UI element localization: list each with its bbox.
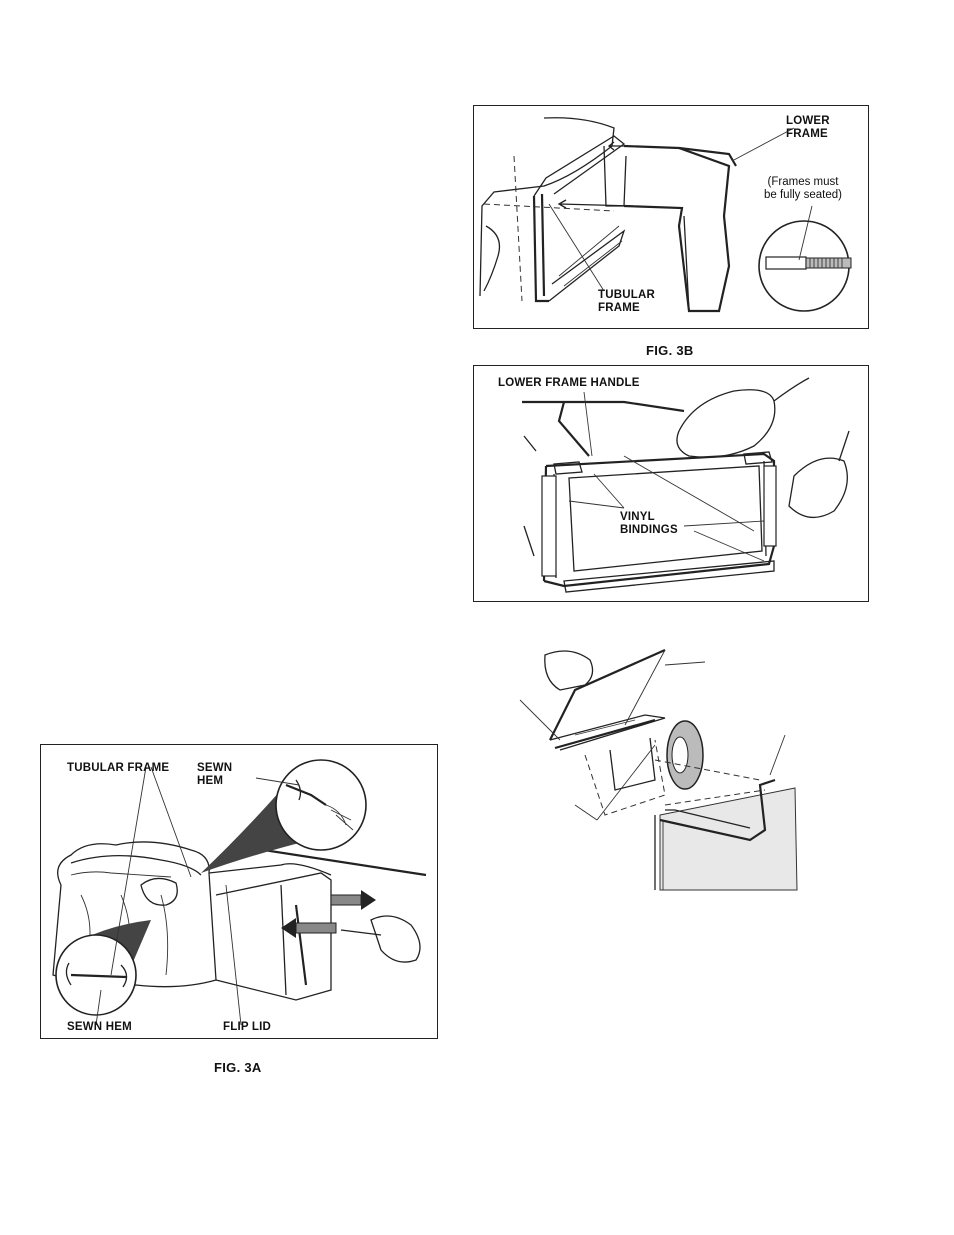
- label-lower-frame: LOWER FRAME: [786, 115, 830, 141]
- fig-3c-panel: LOWER FRAME HANDLE VINYL BINDINGS: [473, 365, 869, 602]
- fig-3d-illustration-area: [515, 640, 815, 895]
- fig-3b-panel: LOWER FRAME (Frames must be fully seated…: [473, 105, 869, 329]
- fig-3c-illustration: [474, 366, 868, 601]
- fig-3d-illustration: [515, 640, 815, 895]
- label-sewn-hem-bottom: SEWN HEM: [67, 1021, 132, 1034]
- label-lower-frame-handle: LOWER FRAME HANDLE: [498, 377, 640, 390]
- fig-3a-illustration: [41, 745, 437, 1038]
- label-tubular-frame-3a: TUBULAR FRAME: [67, 762, 169, 775]
- label-frames-note: (Frames must be fully seated): [764, 176, 842, 202]
- label-sewn-hem-top: SEWN HEM: [197, 762, 232, 788]
- fig-3a-panel: TUBULAR FRAME SEWN HEM SEWN HEM FLIP LID: [40, 744, 438, 1039]
- label-flip-lid: FLIP LID: [223, 1021, 271, 1034]
- label-tubular-frame: TUBULAR FRAME: [598, 289, 655, 315]
- label-vinyl-bindings: VINYL BINDINGS: [620, 511, 678, 537]
- fig-3a-caption: FIG. 3A: [214, 1060, 262, 1075]
- fig-3b-caption: FIG. 3B: [646, 343, 694, 358]
